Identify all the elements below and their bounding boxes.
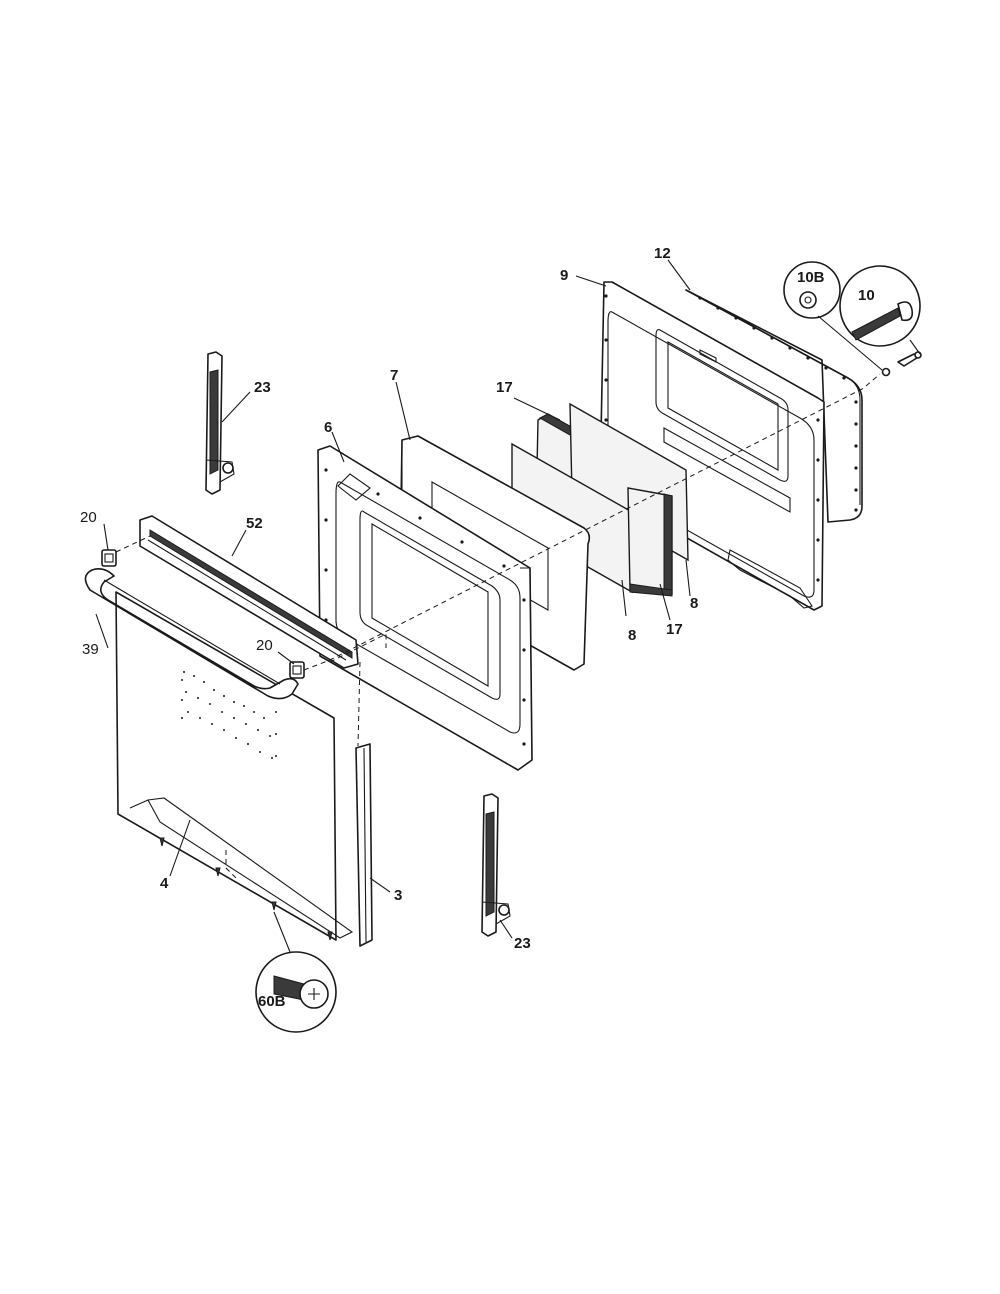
part-20-handle-end-cap-left [101, 549, 117, 567]
part-3-side-trim [355, 743, 373, 947]
label-20-left: 20 [80, 509, 97, 526]
label-8-right: 8 [690, 595, 698, 612]
label-17-top: 17 [496, 379, 513, 396]
part-12-door-liner [685, 289, 863, 523]
label-52: 52 [246, 515, 263, 532]
label-12: 12 [654, 245, 671, 262]
callout-60b [255, 911, 337, 1033]
label-10b: 10B [797, 269, 825, 286]
bottom-screws [159, 837, 333, 941]
label-23-top: 23 [254, 379, 271, 396]
label-9: 9 [560, 267, 568, 284]
part-10-screw-small [881, 351, 922, 377]
label-39: 39 [82, 641, 99, 658]
label-23-bottom: 23 [514, 935, 531, 952]
label-7: 7 [390, 367, 398, 384]
part-6-door-frame [317, 445, 533, 771]
part-labels: 23 7 6 17 9 12 10B 10 20 52 20 39 8 8 17… [80, 245, 875, 1010]
part-23-hinge-top [205, 351, 235, 495]
part-9-inner-door-panel [599, 281, 825, 611]
label-10: 10 [858, 287, 875, 304]
part-23-hinge-bottom [481, 793, 511, 937]
label-4: 4 [160, 875, 169, 892]
leader-lines [95, 259, 691, 939]
label-17-bottom: 17 [666, 621, 683, 638]
part-4-outer-door-panel [115, 591, 354, 941]
label-6: 6 [324, 419, 332, 436]
alignment-lines [115, 373, 881, 747]
label-3: 3 [394, 887, 402, 904]
callout-10 [839, 265, 921, 355]
part-39-door-handle [84, 568, 299, 700]
label-20-right: 20 [256, 637, 273, 654]
label-60b: 60B [258, 993, 286, 1010]
callout-10b [783, 261, 883, 371]
label-8-left: 8 [628, 627, 636, 644]
part-20-handle-end-cap-right [289, 661, 305, 679]
part-52-vent-trim [139, 515, 359, 669]
part-17-glass-spacer-front [627, 487, 673, 597]
